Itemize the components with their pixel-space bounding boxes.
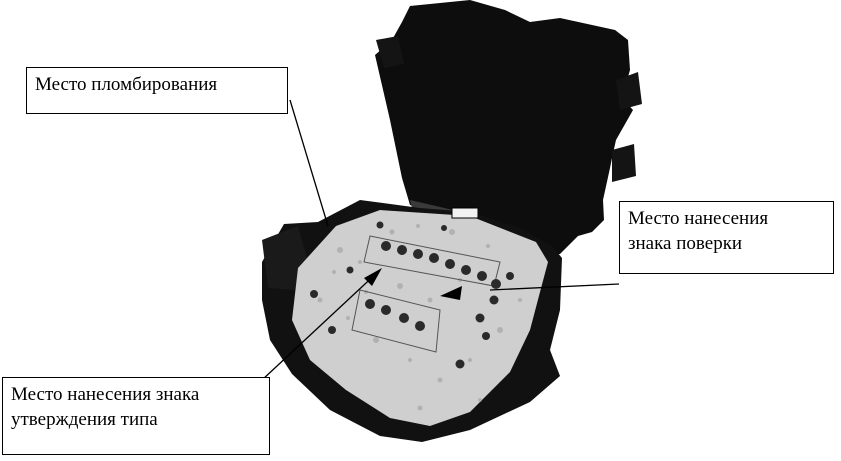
lid-latch xyxy=(612,144,636,182)
label-type-approval-mark-location: Место нанесения знака утверждения типа xyxy=(2,377,270,455)
leader-line-verification xyxy=(489,283,620,291)
panel-section xyxy=(351,289,441,353)
case-clasp xyxy=(451,207,479,219)
panel-terminals xyxy=(310,221,514,369)
case-lid xyxy=(375,0,633,255)
front-panel xyxy=(292,210,548,426)
label-seal-location: Место пломбирования xyxy=(26,67,288,114)
lid-hinge xyxy=(376,36,404,68)
label-text: знака поверки xyxy=(628,233,743,255)
label-text: Место пломбирования xyxy=(35,74,218,95)
label-text: Место нанесения xyxy=(628,208,769,229)
label-verification-mark-location: Место нанесения знака поверки xyxy=(619,201,834,274)
arrowhead-type xyxy=(364,268,382,286)
label-text: утверждения типа xyxy=(11,409,158,431)
case-handle xyxy=(262,226,308,290)
label-text: Место нанесения знака xyxy=(11,384,200,405)
leader-line-seal xyxy=(289,99,329,227)
leader-line-type xyxy=(261,269,381,381)
lid-latch xyxy=(616,72,642,110)
arrowhead-verification xyxy=(440,286,462,300)
